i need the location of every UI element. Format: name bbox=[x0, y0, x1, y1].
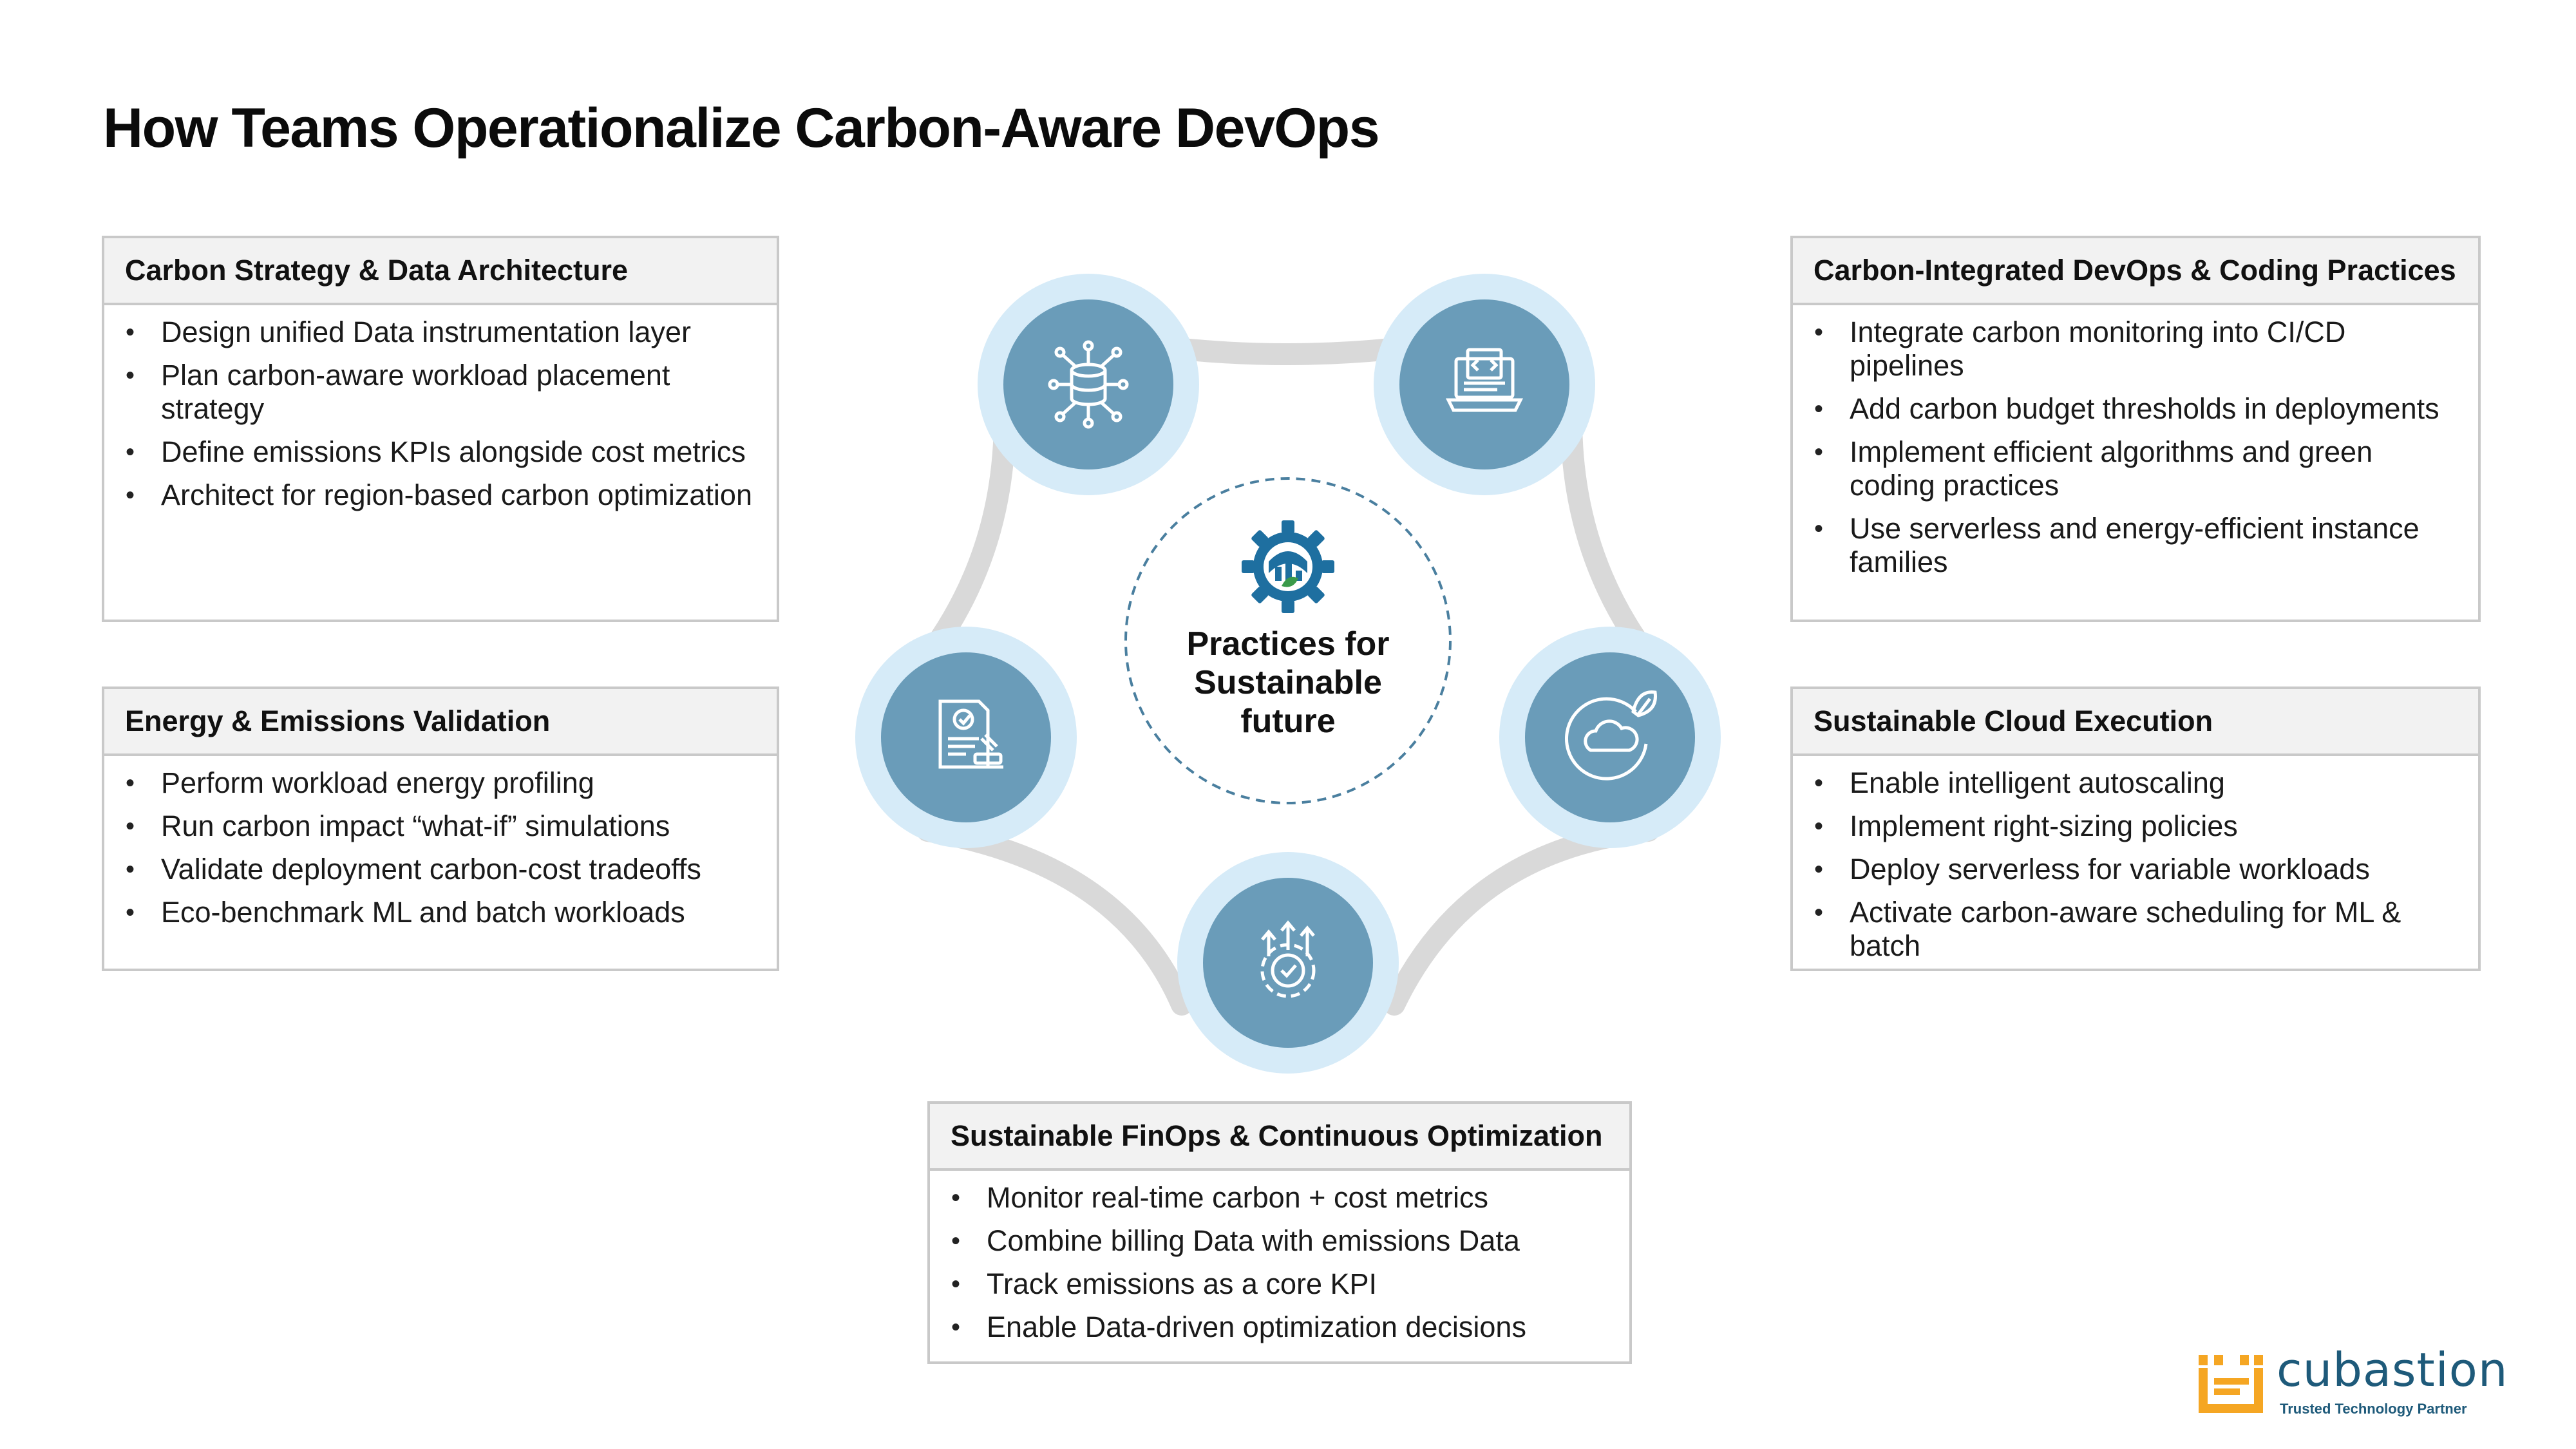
connector-bottom-left bbox=[916, 820, 1193, 1016]
center-label: Practices for Sustainable future bbox=[1186, 625, 1390, 740]
list-item: Run carbon impact “what-if” simulations bbox=[122, 810, 759, 843]
growth-gear-icon bbox=[1260, 920, 1316, 998]
card-title: Energy & Emissions Validation bbox=[104, 689, 777, 756]
card-title: Sustainable Cloud Execution bbox=[1793, 689, 2478, 756]
cloud-leaf-icon bbox=[1565, 690, 1657, 781]
list-item: Perform workload energy profiling bbox=[122, 766, 759, 800]
card-energy-validation: Energy & Emissions Validation Perform wo… bbox=[102, 687, 779, 971]
list-item: Architect for region-based carbon optimi… bbox=[122, 478, 759, 512]
cubastion-logo: cubastion Trusted Technology Partner bbox=[2196, 1343, 2507, 1420]
globe-gear-leaf-icon bbox=[1242, 520, 1334, 613]
node-document-stamp bbox=[855, 627, 1077, 848]
list-item: Deploy serverless for variable workloads bbox=[1811, 853, 2460, 886]
logo-tagline: Trusted Technology Partner bbox=[2280, 1401, 2467, 1417]
logo-wordmark: cubastion bbox=[2277, 1343, 2508, 1397]
page-title: How Teams Operationalize Carbon-Aware De… bbox=[103, 97, 1380, 159]
card-list: Perform workload energy profiling Run ca… bbox=[104, 756, 777, 929]
card-title: Carbon Strategy & Data Architecture bbox=[104, 238, 777, 305]
connector-right bbox=[1560, 408, 1660, 668]
list-item: Monitor real-time carbon + cost metrics bbox=[948, 1181, 1611, 1215]
node-laptop-code bbox=[1374, 274, 1595, 495]
list-item: Track emissions as a core KPI bbox=[948, 1267, 1611, 1301]
node-growth-gear bbox=[1177, 852, 1399, 1074]
card-title: Carbon-Integrated DevOps & Coding Practi… bbox=[1793, 238, 2478, 305]
card-list: Integrate carbon monitoring into CI/CD p… bbox=[1793, 305, 2478, 579]
list-item: Design unified Data instrumentation laye… bbox=[122, 316, 759, 349]
list-item: Validate deployment carbon-cost tradeoff… bbox=[122, 853, 759, 886]
card-list: Monitor real-time carbon + cost metrics … bbox=[930, 1171, 1629, 1344]
list-item: Implement right-sizing policies bbox=[1811, 810, 2460, 843]
list-item: Enable intelligent autoscaling bbox=[1811, 766, 2460, 800]
node-database-network bbox=[978, 274, 1199, 495]
list-item: Enable Data-driven optimization decision… bbox=[948, 1311, 1611, 1344]
center-dashed-circle bbox=[1124, 477, 1452, 804]
list-item: Implement efficient algorithms and green… bbox=[1811, 435, 2460, 502]
document-stamp-icon bbox=[938, 699, 1003, 769]
card-title: Sustainable FinOps & Continuous Optimiza… bbox=[930, 1104, 1629, 1171]
connector-left bbox=[916, 408, 1016, 668]
practices-hub-diagram bbox=[855, 274, 1721, 1074]
list-item: Integrate carbon monitoring into CI/CD p… bbox=[1811, 316, 2460, 383]
card-devops-coding: Carbon-Integrated DevOps & Coding Practi… bbox=[1790, 236, 2481, 622]
list-item: Define emissions KPIs alongside cost met… bbox=[122, 435, 759, 469]
database-network-icon bbox=[1048, 340, 1129, 429]
list-item: Activate carbon-aware scheduling for ML … bbox=[1811, 896, 2460, 963]
cubastion-logo-mark-icon bbox=[2199, 1355, 2263, 1413]
card-list: Design unified Data instrumentation laye… bbox=[104, 305, 777, 512]
list-item: Combine billing Data with emissions Data bbox=[948, 1224, 1611, 1258]
card-cloud-execution: Sustainable Cloud Execution Enable intel… bbox=[1790, 687, 2481, 971]
list-item: Eco-benchmark ML and batch workloads bbox=[122, 896, 759, 929]
list-item: Plan carbon-aware workload placement str… bbox=[122, 359, 759, 426]
laptop-code-icon bbox=[1445, 348, 1524, 412]
connector-bottom-right bbox=[1383, 820, 1660, 1016]
list-item: Add carbon budget thresholds in deployme… bbox=[1811, 392, 2460, 426]
card-carbon-strategy: Carbon Strategy & Data Architecture Desi… bbox=[102, 236, 779, 622]
card-finops-optimization: Sustainable FinOps & Continuous Optimiza… bbox=[927, 1101, 1632, 1364]
card-list: Enable intelligent autoscaling Implement… bbox=[1793, 756, 2478, 963]
list-item: Use serverless and energy-efficient inst… bbox=[1811, 512, 2460, 579]
node-cloud-leaf bbox=[1499, 627, 1721, 848]
